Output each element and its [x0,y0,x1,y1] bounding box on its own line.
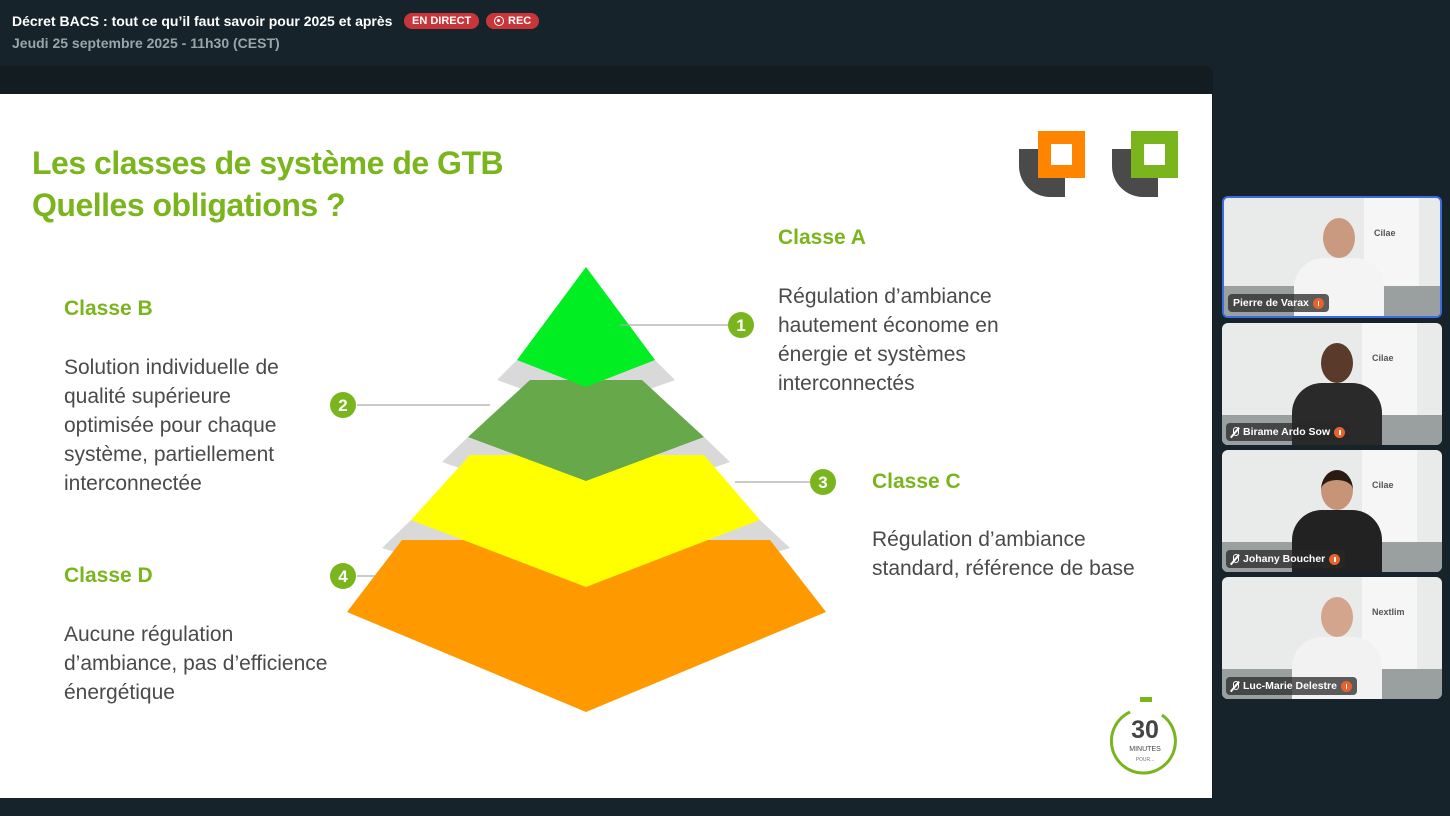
svg-text:POUR...: POUR... [1136,757,1155,763]
marker-1-label: 1 [736,316,745,335]
live-badge: EN DIRECT [404,13,480,29]
muted-mic-icon [1231,680,1239,692]
layer-class-a [517,267,655,387]
background-logo: Cilae [1372,353,1394,363]
participant-tile[interactable]: Nextlim Luc-Marie Delestre [1222,577,1442,699]
marker-3 [810,469,836,495]
participant-name: Birame Ardo Sow [1243,426,1331,438]
info-icon [1340,680,1352,692]
background-logo: Nextlim [1372,607,1405,617]
participant-video [1292,343,1382,445]
participant-tile[interactable]: Cilae Pierre de Varax [1222,196,1442,318]
info-icon [1334,426,1346,438]
layer-class-d [347,540,826,712]
marker-2 [330,392,356,418]
company-logo-green [1112,131,1178,197]
participant-tile[interactable]: Cilae Birame Ardo Sow [1222,323,1442,445]
marker-4-label: 4 [338,567,348,586]
slide: 1 2 3 4 30 MINUTES POUR... Les classes d… [0,94,1212,798]
pyramid-diagram: 1 2 3 4 30 MINUTES POUR... [330,131,1178,775]
svg-text:30: 30 [1131,716,1159,744]
marker-1 [728,312,754,338]
svg-text:MINUTES: MINUTES [1129,746,1161,753]
participant-name: Johany Boucher [1243,553,1326,565]
participant-name: Pierre de Varax [1233,297,1309,309]
webinar-title: Décret BACS : tout ce qu’il faut savoir … [12,13,393,29]
marker-2-label: 2 [338,396,347,415]
layer-class-b [468,380,704,481]
participant-tile[interactable]: Cilae Johany Boucher [1222,450,1442,572]
company-logo-orange [1019,131,1085,197]
background-logo: Cilae [1374,228,1396,238]
info-icon [1312,297,1324,309]
marker-4 [330,563,356,589]
muted-mic-icon [1231,426,1239,438]
info-icon [1329,553,1341,565]
webinar-date: Jeudi 25 septembre 2025 - 11h30 (CEST) [12,35,280,51]
class-d-heading: Classe D [64,564,153,587]
class-b-heading: Classe B [64,297,153,320]
class-a-heading: Classe A [778,226,866,249]
class-c-heading: Classe C [872,470,961,493]
layer-class-c [411,455,760,587]
record-icon [494,16,504,26]
timer-logo: 30 MINUTES POUR... [1109,697,1177,775]
background-logo: Cilae [1372,480,1394,490]
marker-3-label: 3 [818,473,827,492]
participant-name: Luc-Marie Delestre [1243,680,1337,692]
rec-badge: REC [486,13,540,29]
muted-mic-icon [1231,553,1239,565]
